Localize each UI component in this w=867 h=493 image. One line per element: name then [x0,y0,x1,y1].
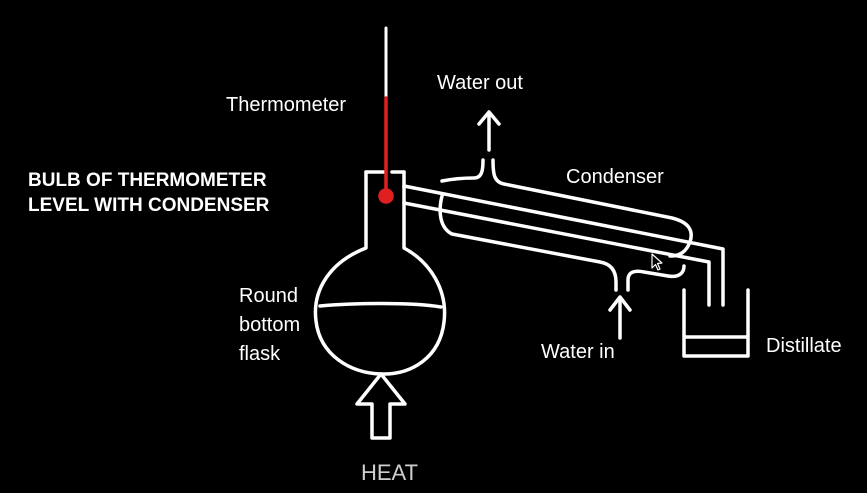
side-arm-upper [402,184,725,307]
thermometer [378,26,394,204]
condenser-jacket [438,158,693,292]
side-arm [402,184,725,307]
mouse-cursor-icon [651,253,663,271]
condenser-bottom-wall-right [626,264,686,292]
condenser-bottom-wall [438,194,618,292]
heat-label: HEAT [361,460,419,485]
water-in-label: Water in [541,341,615,363]
bulb-note-line1: BULB OF THERMOMETER [28,170,267,191]
condenser-top-wall-right [491,158,693,258]
beaker-outline [682,288,750,358]
liquid-level [318,301,443,309]
distillate-beaker [682,288,750,358]
water-out-label: Water out [437,72,523,94]
heat-arrow [355,372,407,440]
water-out-arrow-head [477,110,501,126]
thermometer-bulb [378,188,394,204]
water-in-arrow [608,295,632,340]
round-bottom-flask-label-line1: Round [239,285,298,307]
round-bottom-flask-label-line3: flask [239,343,281,365]
condenser-label: Condenser [566,166,664,188]
flask-outline [313,170,447,376]
distillate-label: Distillate [766,335,842,357]
side-arm-lower [402,201,711,307]
bulb-note-line2: LEVEL WITH CONDENSER [28,195,270,216]
thermometer-label: Thermometer [226,94,347,116]
water-out-arrow [477,110,501,152]
round-bottom-flask [313,170,447,376]
round-bottom-flask-label-line2: bottom [239,314,301,336]
condenser-top-wall [440,158,485,183]
water-in-arrow-head [608,295,632,312]
